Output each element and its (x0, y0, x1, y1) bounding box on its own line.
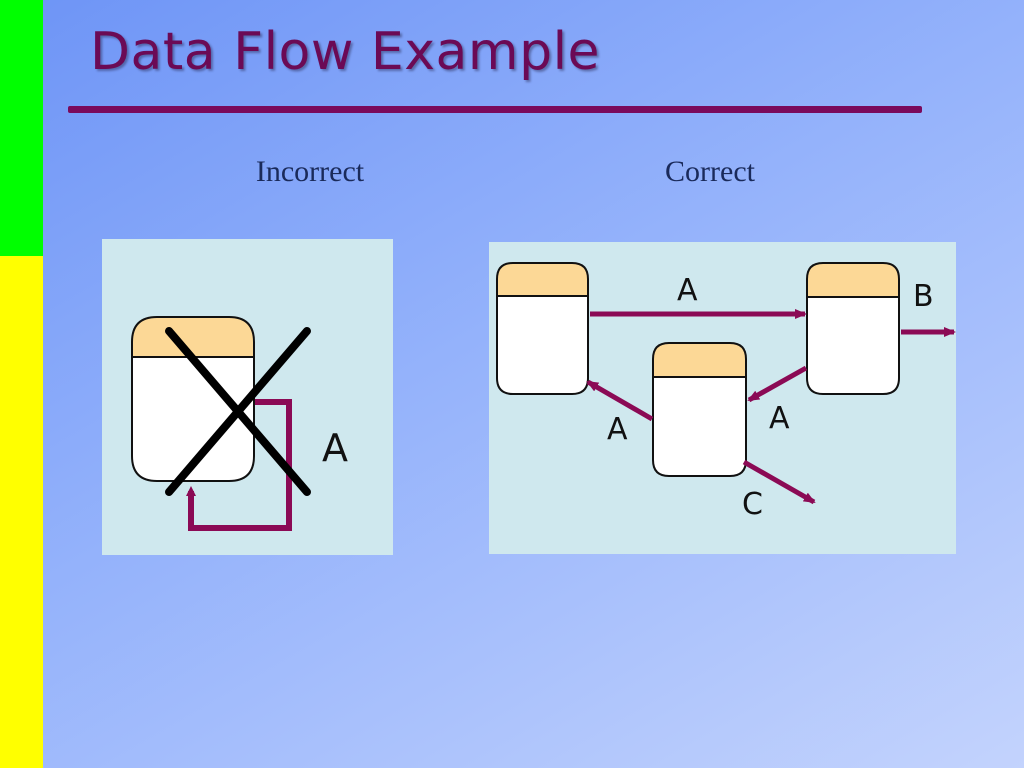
label-a-left: A (607, 412, 628, 447)
correct-diagram: A B A A C (489, 242, 956, 554)
correct-diagram-svg: A B A A C (496, 262, 956, 522)
arrow-a-middle-to-left (586, 379, 654, 422)
side-bar-green (0, 0, 43, 256)
data-store-right (806, 262, 900, 395)
caption-correct: Correct (665, 155, 755, 188)
data-store-middle (652, 342, 747, 477)
arrow-c-out (742, 459, 816, 505)
cross-out-mark (165, 327, 311, 496)
slide-title: Data Flow Example (90, 22, 601, 82)
caption-incorrect: Incorrect (255, 155, 365, 188)
incorrect-diagram-svg: A (131, 316, 348, 531)
title-rule (68, 106, 922, 113)
label-a-right: A (769, 401, 790, 436)
incorrect-diagram: A (102, 239, 393, 555)
label-b: B (913, 279, 934, 314)
side-bar-yellow (0, 256, 43, 768)
flow-label-a: A (322, 426, 348, 470)
arrow-a-right-to-middle (747, 365, 808, 403)
data-store (131, 316, 255, 482)
label-c: C (742, 487, 763, 522)
data-store-left (496, 262, 589, 395)
self-loop-arrow (186, 399, 292, 531)
label-a-top: A (677, 273, 698, 308)
